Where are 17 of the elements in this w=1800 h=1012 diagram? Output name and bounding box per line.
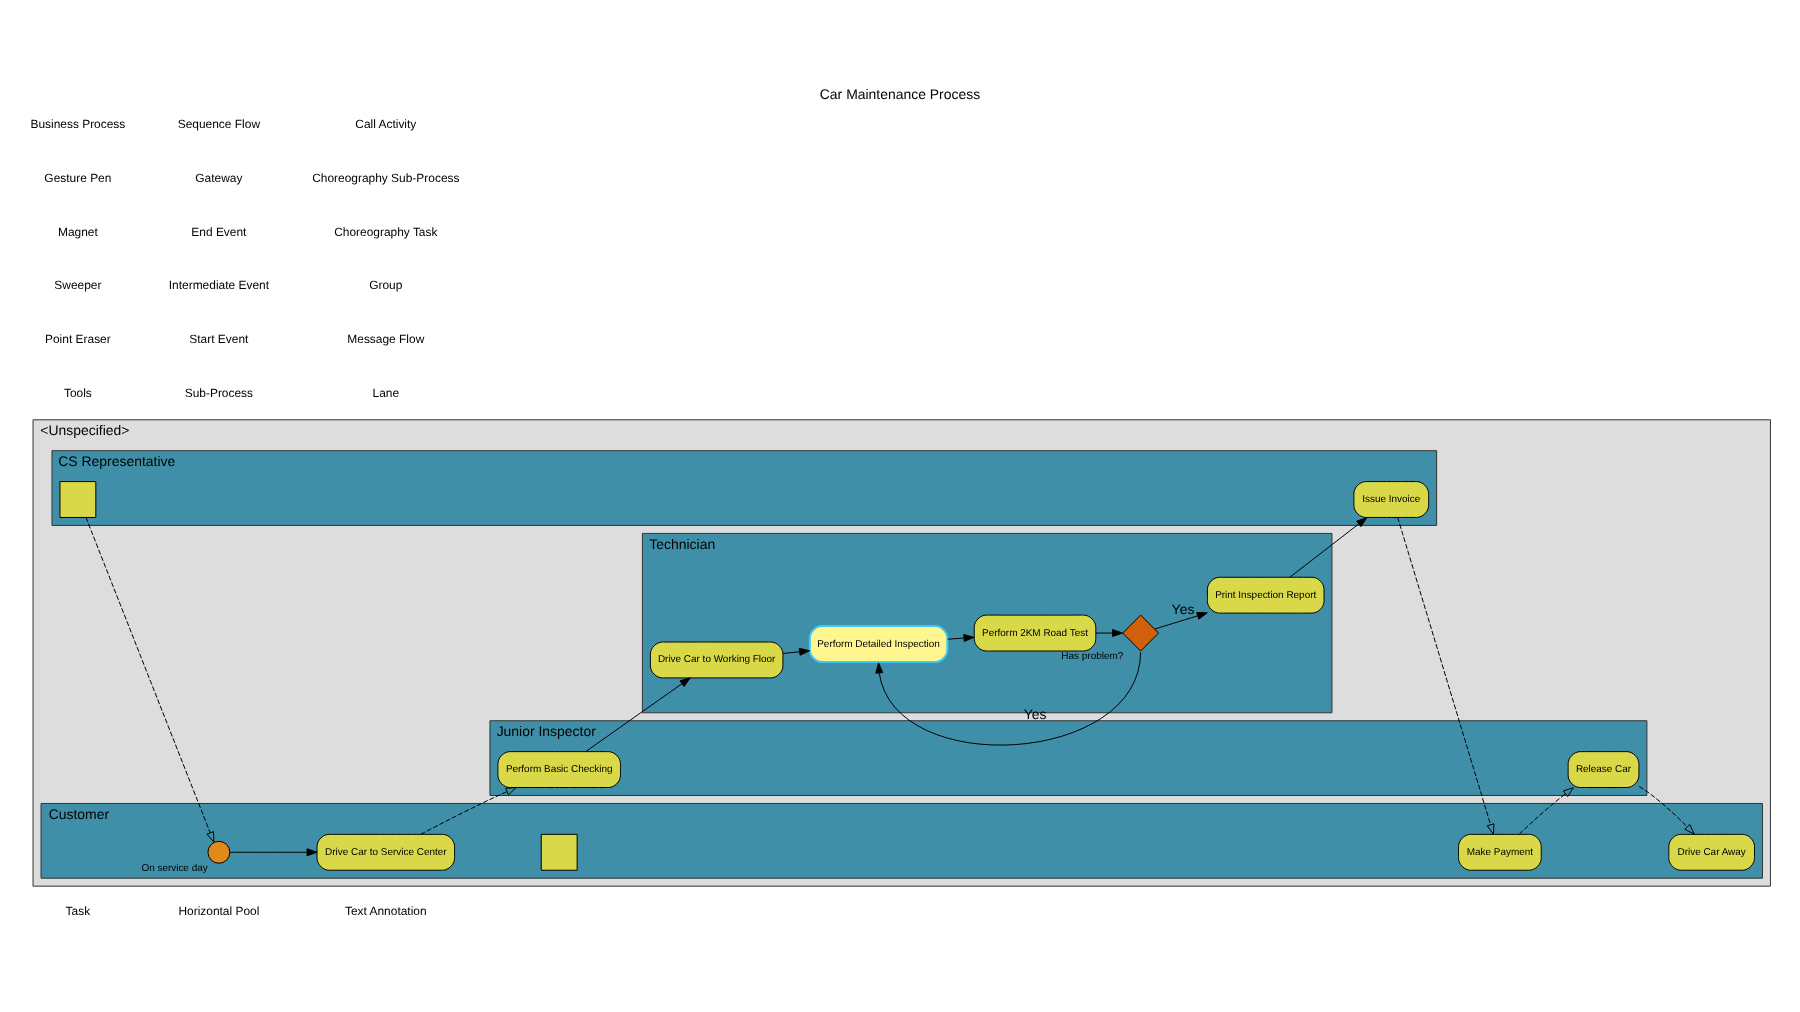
node-diamond bbox=[1122, 613, 1160, 651]
arrow bbox=[1518, 786, 1574, 834]
arrow bbox=[1289, 516, 1368, 577]
node-circle bbox=[207, 839, 231, 863]
arrow bbox=[229, 847, 318, 856]
arrow bbox=[1095, 628, 1123, 637]
arrow bbox=[85, 516, 215, 842]
node-box bbox=[540, 832, 578, 870]
arrow bbox=[875, 650, 1142, 745]
arrow bbox=[947, 633, 975, 641]
arrow bbox=[1154, 610, 1208, 629]
arrow bbox=[585, 676, 691, 751]
node-box bbox=[59, 480, 97, 517]
arrow bbox=[1397, 516, 1495, 834]
arrow bbox=[1638, 785, 1695, 834]
arrow bbox=[782, 646, 811, 655]
arrow bbox=[420, 786, 517, 834]
